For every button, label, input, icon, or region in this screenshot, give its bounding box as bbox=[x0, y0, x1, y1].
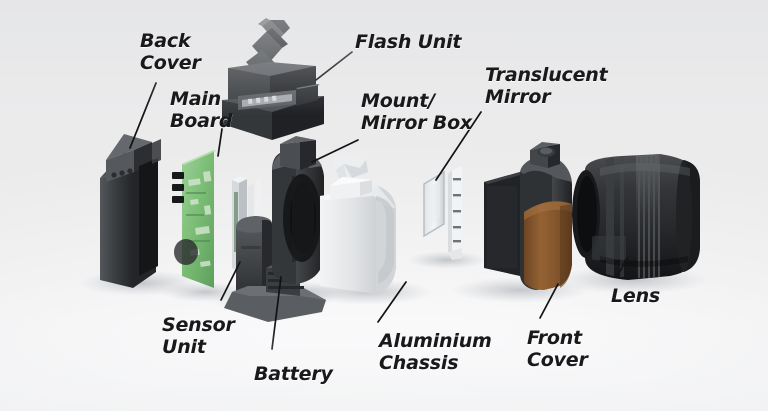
label-back-cover: Back Cover bbox=[140, 30, 201, 74]
part-lens bbox=[572, 154, 700, 280]
part-back-cover bbox=[100, 134, 161, 288]
leader-back-cover bbox=[129, 82, 157, 149]
label-main-board: Main Board bbox=[170, 88, 233, 132]
label-front-cover: Front Cover bbox=[527, 327, 588, 371]
part-main-board bbox=[172, 150, 216, 288]
label-sensor-unit: Sensor Unit bbox=[162, 314, 235, 358]
label-flash-unit: Flash Unit bbox=[355, 31, 462, 53]
leader-flash-unit bbox=[315, 51, 353, 81]
label-aluminium-chassis: Aluminium Chassis bbox=[379, 330, 492, 374]
label-mount-mirror-box: Mount/ Mirror Box bbox=[361, 90, 472, 134]
label-translucent-mirror: Translucent Mirror bbox=[485, 64, 608, 108]
part-flash-unit bbox=[222, 18, 324, 140]
label-lens: Lens bbox=[611, 285, 661, 307]
label-battery: Battery bbox=[254, 363, 333, 385]
part-translucent-mirror bbox=[423, 166, 462, 260]
part-front-cover bbox=[484, 142, 572, 290]
part-aluminium-chassis bbox=[320, 177, 396, 294]
leader-main-board bbox=[217, 128, 223, 157]
part-mount-mirror-box bbox=[272, 136, 324, 284]
